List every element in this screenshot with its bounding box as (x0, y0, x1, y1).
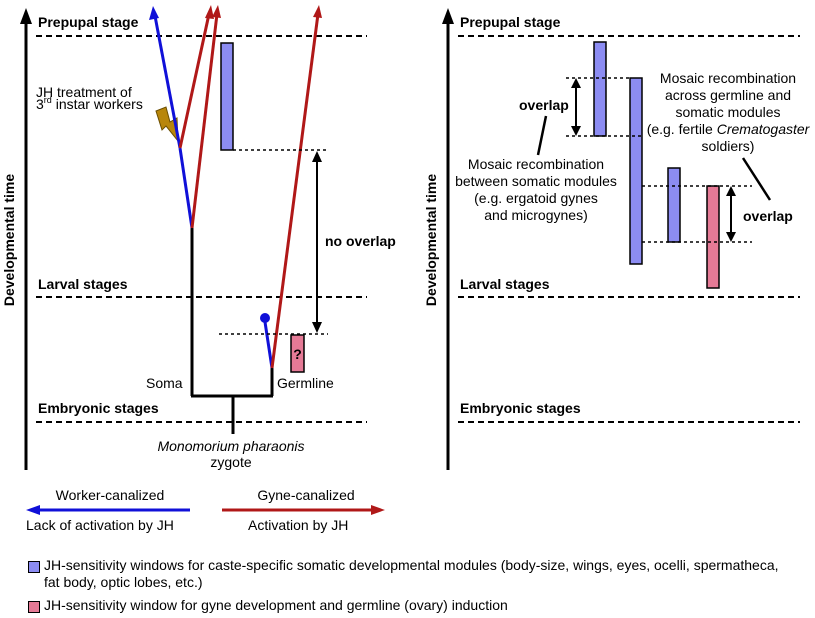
overlap-left-pointer (536, 115, 548, 156)
right-time-axis (442, 8, 454, 470)
somatic-text-4: and microgynes) (484, 207, 588, 223)
germline-text-4: (e.g. fertile Crematogaster (647, 121, 811, 137)
left-stage-larval: Larval stages (38, 276, 128, 292)
worker-branch-arrow (149, 6, 194, 229)
no-overlap-label: no overlap (325, 233, 396, 249)
lineage-tree (190, 228, 274, 434)
legend-gyne-top: Gyne-canalized (257, 487, 354, 503)
overlap-left-label: overlap (519, 97, 569, 113)
gyne-branch-arrow-2 (190, 5, 221, 229)
zygote-label: zygote (210, 454, 251, 470)
soma-label: Soma (146, 375, 183, 391)
overlap-right-arrow (726, 186, 736, 242)
germline-worker-branch (260, 313, 274, 369)
legend-worker-top: Worker-canalized (56, 487, 165, 503)
left-blue-window (220, 42, 234, 151)
legend-gyne-bottom: Activation by JH (248, 517, 348, 533)
right-blue-window-2 (629, 77, 643, 265)
left-pink-window (290, 334, 305, 373)
question-mark: ? (293, 346, 302, 362)
legend-gyne-arrow (222, 505, 385, 515)
legend-pink-text: JH-sensitivity window for gyne developme… (44, 597, 508, 613)
legend-pink-swatch (28, 601, 40, 613)
right-blue-window-3 (667, 167, 681, 243)
germline-text-2: across germline and (665, 87, 791, 103)
left-stage-prepupal: Prepupal stage (38, 14, 139, 30)
overlap-left-arrow (571, 78, 581, 136)
right-stage-larval: Larval stages (460, 276, 550, 292)
germline-text-3: somatic modules (675, 104, 780, 120)
germline-gyne-arrow (270, 5, 322, 369)
jh-treatment-line1: JH treatment of (36, 84, 132, 100)
jh-treatment-line2: 3rd instar workers (36, 95, 143, 112)
left-time-axis (20, 8, 32, 470)
legend-blue-swatch (28, 561, 40, 573)
somatic-text-3: (e.g. ergatoid gynes (474, 190, 598, 206)
left-stage-embryonic: Embryonic stages (38, 400, 159, 416)
somatic-text-2: between somatic modules (455, 173, 617, 189)
legend-worker-arrow (26, 505, 190, 515)
right-stage-embryonic: Embryonic stages (460, 400, 581, 416)
right-pink-window (706, 185, 720, 289)
gyne-branch-arrow-1 (178, 5, 214, 149)
right-stage-prepupal: Prepupal stage (460, 14, 561, 30)
overlap-right-label: overlap (743, 208, 793, 224)
no-overlap-arrow (312, 151, 322, 333)
right-axis-label: Developmental time (423, 174, 439, 306)
legend-blue-text: JH-sensitivity windows for caste-specifi… (44, 557, 779, 590)
germline-label: Germline (277, 375, 334, 391)
legend-worker-bottom: Lack of activation by JH (26, 517, 174, 533)
somatic-text-1: Mosaic recombination (468, 156, 604, 172)
right-blue-window-1 (593, 41, 607, 137)
species-label: Monomorium pharaonis (157, 438, 304, 454)
germline-text-5: soldiers) (702, 138, 755, 154)
left-axis-label: Developmental time (1, 174, 17, 306)
germline-text-1: Mosaic recombination (660, 70, 796, 86)
overlap-right-pointer (741, 157, 772, 201)
